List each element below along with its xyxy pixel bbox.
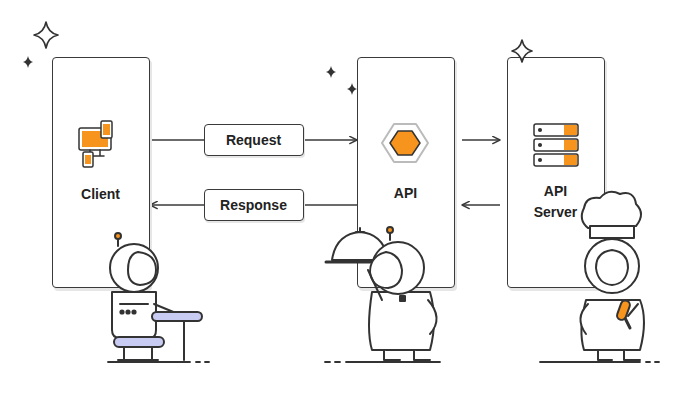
waiter-astronaut [326, 227, 437, 360]
process-box: Client [52, 57, 150, 288]
message-label: Response [204, 189, 304, 221]
chef-astronaut [580, 192, 644, 360]
ground-lines [108, 361, 659, 363]
arrow-connector [462, 204, 500, 206]
sparkles [34, 22, 532, 62]
hexagon-icon [382, 124, 428, 162]
server-icon [534, 124, 578, 166]
node-label: Client [56, 184, 146, 205]
process-box: API [357, 57, 455, 288]
message-label: Request [204, 124, 304, 156]
node-label: API [361, 183, 451, 204]
node-label: API Server [526, 181, 586, 223]
client-astronaut [110, 233, 202, 360]
sparkle-dots [23, 56, 357, 95]
device-icon [79, 121, 112, 167]
arrow-connector [462, 139, 500, 141]
process-box: API Server [507, 57, 605, 288]
